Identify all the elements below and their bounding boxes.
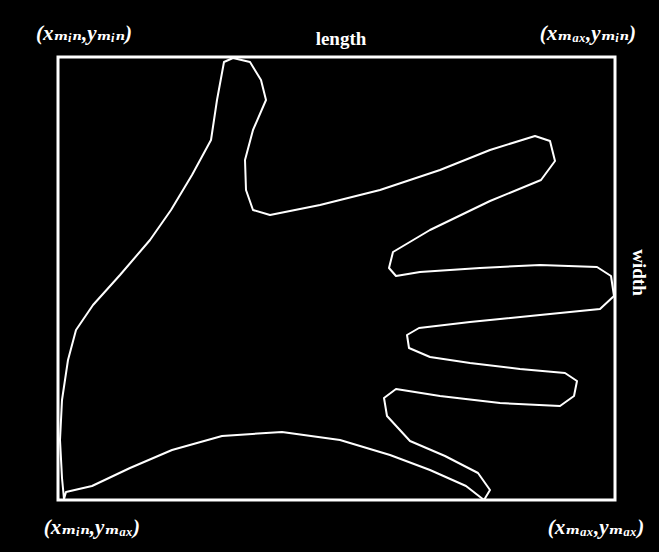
corner-coordinate: (xₘₐₓ,yₘₐₓ) (548, 517, 645, 538)
corner-coordinate: (xₘᵢₙ,yₘₐₓ) (44, 517, 140, 538)
hand-contour (60, 58, 614, 500)
bounding-box (58, 57, 615, 500)
corner-coordinate: (xₘₐₓ,yₘᵢₙ) (540, 23, 636, 44)
dimension-label: width (630, 249, 649, 295)
dimension-label: length (316, 29, 367, 48)
corner-coordinate: (xₘᵢₙ,yₘᵢₙ) (36, 23, 132, 44)
